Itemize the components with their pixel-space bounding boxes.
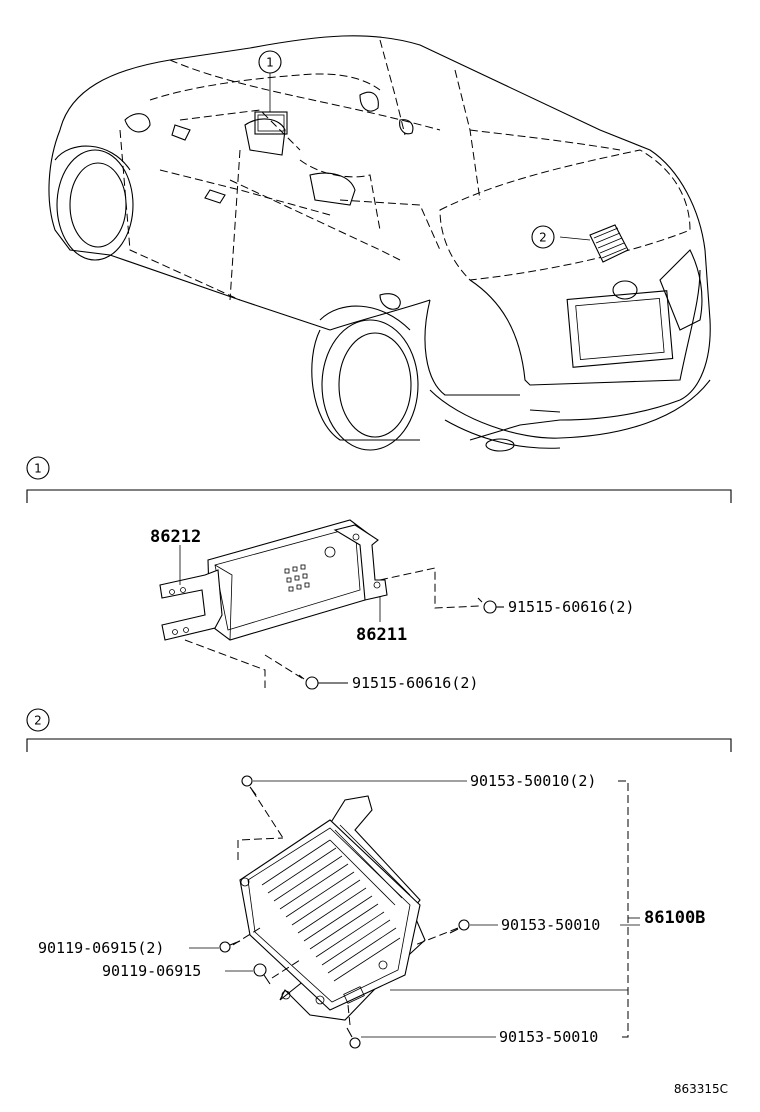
bolt-90119-a-icon <box>219 940 241 953</box>
label-91515-60616-b: 91515-60616(2) <box>352 674 478 692</box>
callout-1: 1 <box>266 56 274 70</box>
section-1-marker: 1 <box>34 462 42 476</box>
bolt-91515-b-icon <box>298 674 348 690</box>
drawing-reference: 863315C <box>674 1082 728 1096</box>
label-90153-50010-top: 90153-50010(2) <box>470 772 596 790</box>
bolt-91515-a-icon <box>477 597 504 614</box>
section-1: 1 <box>26 456 732 692</box>
label-90119-06915-b: 90119-06915 <box>102 962 201 980</box>
screw-90153-mid-icon <box>449 919 470 934</box>
screw-90153-bot-icon <box>346 1027 361 1049</box>
label-90153-50010-bot: 90153-50010 <box>499 1028 598 1046</box>
label-86212: 86212 <box>150 527 201 547</box>
section-2: 2 <box>26 708 732 1049</box>
vehicle-illustration: 1 2 <box>48 35 711 452</box>
screw-90153-top-icon <box>241 775 257 796</box>
callout-2: 2 <box>539 231 547 245</box>
label-90119-06915-a: 90119-06915(2) <box>38 939 164 957</box>
bolt-90119-b-icon <box>253 963 271 985</box>
label-86211: 86211 <box>356 625 407 645</box>
amplifier-86211 <box>159 519 388 641</box>
section-2-marker: 2 <box>34 714 42 728</box>
label-90153-50010-mid: 90153-50010 <box>501 916 600 934</box>
amplifier-86100b <box>239 795 426 1021</box>
label-91515-60616-a: 91515-60616(2) <box>508 598 634 616</box>
label-86100b: 86100B <box>644 908 705 928</box>
